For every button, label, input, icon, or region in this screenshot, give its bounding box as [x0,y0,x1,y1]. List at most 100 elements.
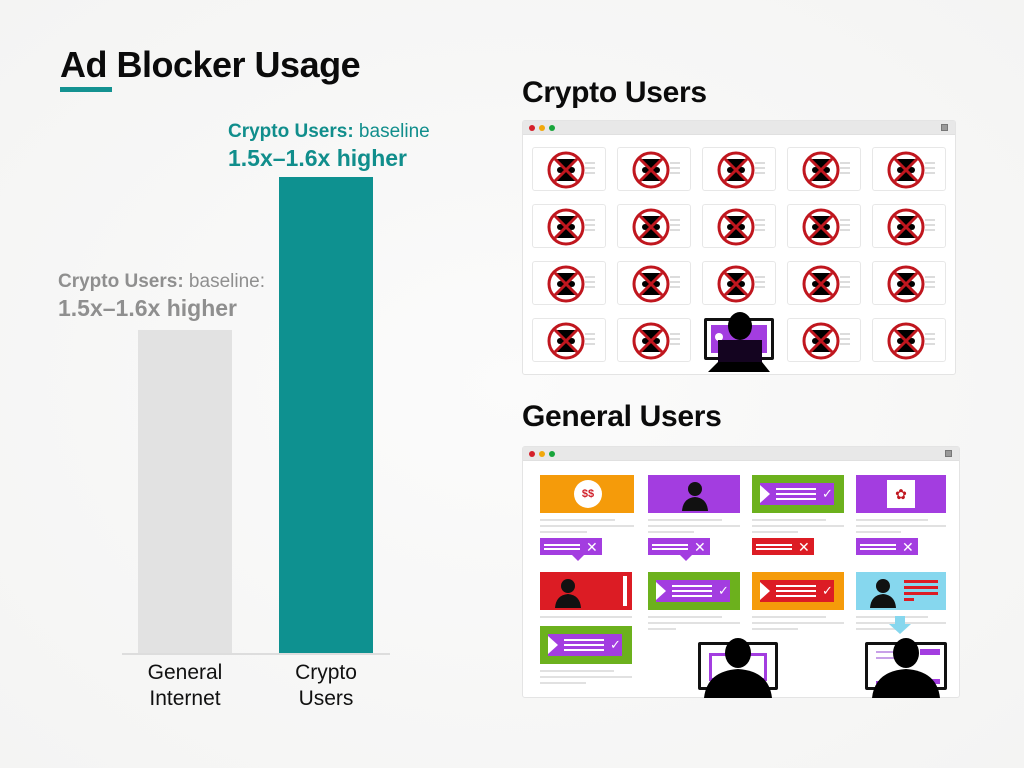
crypto-annotation: Crypto Users: baseline 1.5x–1.6x higher [228,118,430,172]
text-lines [648,612,740,630]
minimize-dot-icon [539,451,545,457]
text-lines [856,515,946,533]
crypto-browser-window [522,120,956,375]
arrow-down-icon [895,616,905,624]
blocked-ad-icon [547,151,585,189]
play-icon [760,582,770,600]
x-label-line: Internet [149,687,221,710]
close-x-icon: ✕ [798,538,810,555]
check-icon: ✓ [822,486,833,501]
blocked-ad-tile [872,204,946,248]
ad-banner-cyan [856,572,946,610]
annotation-value: 1.5x–1.6x higher [58,295,237,321]
close-dot-icon [529,451,535,457]
red-text-lines [904,580,938,601]
blocked-ad-icon [632,265,670,303]
ad-banner-green: ✓ [540,626,632,664]
close-dot-icon [529,125,535,131]
currency-icon: $$ [574,480,602,508]
logo-icon: ✿ [887,480,915,508]
play-icon [760,485,770,503]
person-silhouette-icon [870,579,896,608]
ad-banner-red [540,572,632,610]
person-silhouette-icon [555,579,581,608]
blocked-ad-icon [887,208,925,246]
browser-titlebar [523,447,959,461]
user-at-monitor-illustration [865,638,947,698]
blocked-ad-icon [632,322,670,360]
blocked-ad-icon [717,151,755,189]
annotation-sublabel: baseline: [183,271,265,292]
general-annotation: Crypto Users: baseline: 1.5x–1.6x higher [58,268,265,322]
blocked-ad-tile [872,147,946,191]
check-icon: ✓ [610,637,621,652]
blocked-ad-tile [532,204,606,248]
minimize-dot-icon [539,125,545,131]
scroll-bar-icon [623,576,627,606]
annotation-label: Crypto Users: [228,121,354,142]
annotation-sublabel: baseline [353,121,430,142]
blocked-ad-tile [702,204,776,248]
window-button-icon [945,450,952,457]
blocked-ad-tile [617,318,691,362]
ad-banner-purple-logo: ✿ [856,475,946,513]
text-lines [752,515,844,533]
browser-titlebar [523,121,955,135]
ad-banner-orange: ✓ [752,572,844,610]
popup-ad-red: ✕ [752,538,814,555]
ad-banner-green: ✓ [648,572,740,610]
text-lines [540,666,632,684]
video-ad: ✓ [760,483,834,505]
popup-ad: ✕ [540,538,602,561]
blocked-ad-icon [802,265,840,303]
video-ad: ✓ [656,580,730,602]
blocked-ad-icon [802,151,840,189]
window-button-icon [941,124,948,131]
video-ad: ✓ [548,634,622,656]
blocked-ad-tile [617,261,691,305]
title-underline [60,87,112,92]
blocked-ad-tile [532,147,606,191]
close-x-icon: ✕ [902,538,914,555]
maximize-dot-icon [549,451,555,457]
ad-banner-orange: $$ [540,475,634,513]
user-at-monitor-illustration [702,312,776,372]
play-icon [656,582,666,600]
blocked-ad-icon [547,322,585,360]
text-lines [648,515,740,533]
blocked-ad-icon [717,265,755,303]
check-icon: ✓ [822,583,833,598]
blocked-ad-tile [702,147,776,191]
text-lines [540,515,634,533]
blocked-ad-tile [872,318,946,362]
blocked-ad-tile [787,261,861,305]
annotation-label: Crypto Users: [58,271,184,292]
close-x-icon: ✕ [586,538,598,555]
x-label-line: Users [298,687,354,710]
blocked-ad-icon [632,208,670,246]
general-browser-window: $$ ✕ ✕ ✓ ✕ ✿ ✕ ✓ ✓ ✓ [522,446,960,698]
blocked-ad-icon [802,208,840,246]
blocked-ad-icon [632,151,670,189]
x-label-general-internet: General Internet [115,660,255,712]
maximize-dot-icon [549,125,555,131]
person-silhouette-icon [682,482,708,511]
user-at-monitor-illustration [698,638,778,698]
blocked-ad-tile [872,261,946,305]
annotation-value: 1.5x–1.6x higher [228,145,407,171]
ad-banner-green: ✓ [752,475,844,513]
blocked-ad-icon [547,208,585,246]
blocked-ad-icon [887,322,925,360]
general-users-heading: General Users [522,400,722,433]
blocked-ad-tile [617,147,691,191]
blocked-ads-grid [532,147,946,372]
ad-banner-purple [648,475,740,513]
blocked-ad-icon [547,265,585,303]
arrow-head-icon [889,624,911,634]
video-ad-red: ✓ [760,580,834,602]
blocked-ad-tile [787,204,861,248]
bar-crypto-users [279,177,373,653]
text-lines [752,612,844,630]
chart-title: Ad Blocker Usage [60,44,361,85]
blocked-ad-tile [617,204,691,248]
